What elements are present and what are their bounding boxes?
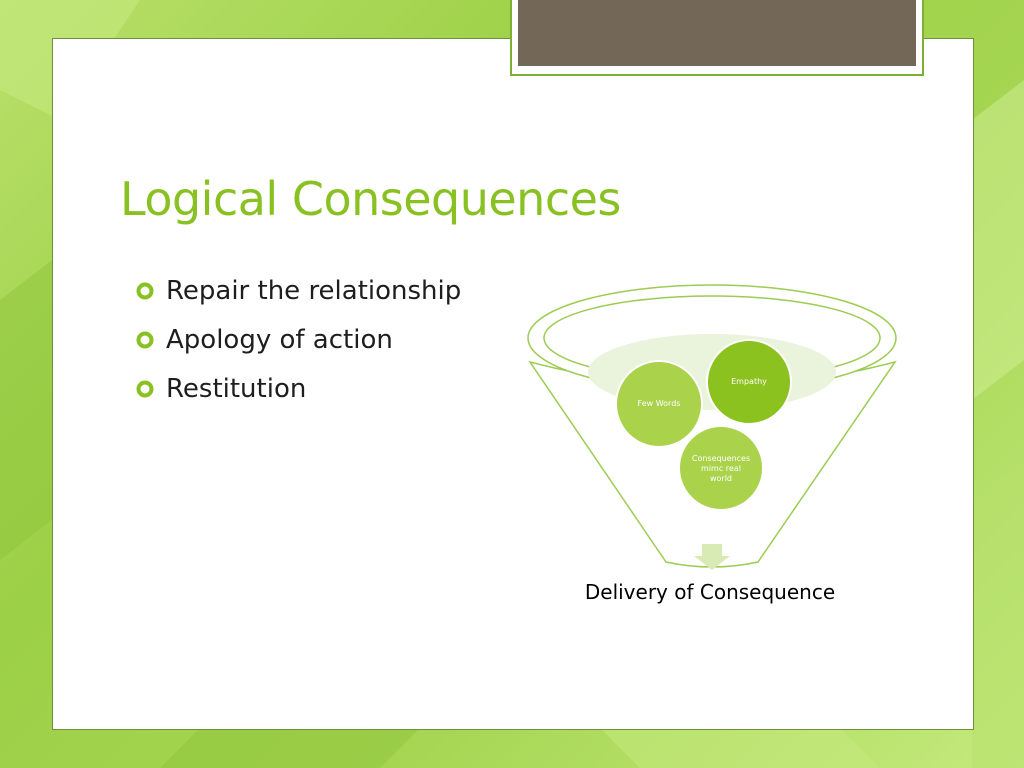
ring-bullet-icon: [136, 380, 154, 397]
header-tab-block: [518, 0, 916, 66]
bullet-item: Apology of action: [136, 315, 461, 364]
slide-title: Logical Consequences: [120, 172, 621, 226]
empathy-circle: [706, 339, 792, 425]
empathy-label: Empathy: [731, 377, 767, 386]
ring-bullet-icon: [136, 331, 154, 348]
consequences-circle: [678, 425, 764, 511]
consequences-label-line: world: [710, 474, 732, 483]
bullet-text: Restitution: [166, 373, 307, 404]
few-words-circle: [615, 360, 703, 448]
ring-bullet-icon: [136, 282, 154, 299]
down-arrow-icon: [694, 544, 730, 570]
bullet-text: Apology of action: [166, 324, 393, 355]
consequences-label-line: Consequences: [692, 454, 750, 463]
consequences-label-line: mimc real: [701, 464, 741, 473]
bullet-item: Repair the relationship: [136, 266, 461, 315]
bullet-item: Restitution: [136, 364, 461, 413]
few-words-label: Few Words: [638, 399, 681, 408]
bullet-list: Repair the relationship Apology of actio…: [136, 266, 461, 413]
bullet-text: Repair the relationship: [166, 275, 462, 306]
diagram-caption: Delivery of Consequence: [584, 580, 836, 604]
